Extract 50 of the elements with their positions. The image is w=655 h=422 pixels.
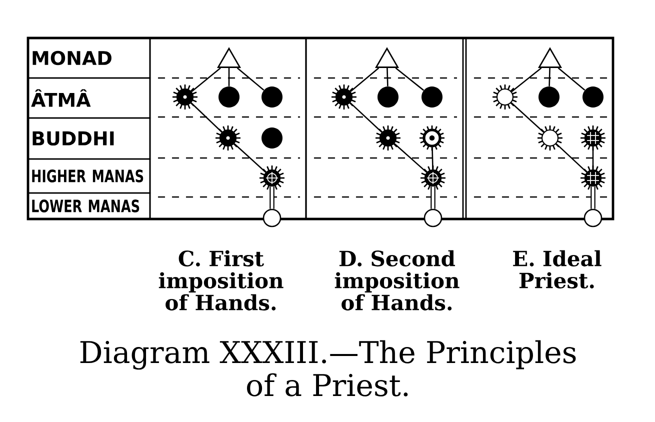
connector-line [430, 186, 436, 209]
connector-line [395, 67, 424, 91]
connector-line [510, 102, 544, 133]
connector-line [191, 67, 221, 92]
connector-line [548, 68, 550, 86]
filled-dot [538, 86, 560, 108]
rayed-circle [538, 126, 562, 150]
connector-line [228, 68, 230, 86]
rayed-circle [332, 84, 356, 110]
connector-line [432, 147, 434, 170]
rayed-circle [580, 166, 606, 190]
row-label: LOWER MANAS [27, 192, 151, 220]
connector-line [350, 102, 382, 133]
rayed-circle [172, 84, 198, 110]
filled-dot [582, 86, 604, 108]
rayed-circle [260, 166, 284, 190]
connector-line [592, 146, 594, 170]
connector-line [394, 143, 428, 173]
open-circle [424, 208, 442, 228]
panel-caption: C. First imposition of Hands. [158, 250, 284, 310]
row-label: MONAD [27, 37, 151, 79]
panel-caption: D. Second imposition of Hands. [334, 250, 460, 310]
connector-line [350, 67, 380, 92]
figure-caption: Diagram XXXIII.—The Principles of a Priest. [80, 340, 576, 396]
connector-line [511, 67, 542, 92]
row-label: HIGHER MANAS [27, 158, 151, 194]
rayed-circle [420, 166, 446, 190]
rayed-circle [216, 126, 240, 150]
connector-line [556, 143, 588, 173]
rayed-circle [420, 126, 444, 150]
connector-line [190, 102, 222, 133]
filled-dot [262, 86, 282, 108]
open-circle [584, 208, 602, 228]
filled-dot [218, 86, 240, 108]
rayed-circle [580, 126, 606, 150]
connector-line [234, 143, 266, 173]
row-label: ÂTMÂ [27, 77, 151, 119]
connector-line [270, 186, 274, 209]
filled-dot [378, 86, 398, 108]
open-circle [262, 208, 282, 228]
connector-line [386, 68, 388, 86]
connector-line [236, 67, 264, 91]
row-label: BUDDHI [27, 117, 151, 160]
filled-dot [422, 86, 442, 108]
filled-dot [262, 128, 282, 148]
panel-caption: E. Ideal Priest. [513, 250, 602, 288]
connector-line [590, 186, 596, 209]
rayed-circle [376, 126, 400, 150]
rayed-circle [492, 84, 518, 110]
connector-line [558, 67, 586, 91]
